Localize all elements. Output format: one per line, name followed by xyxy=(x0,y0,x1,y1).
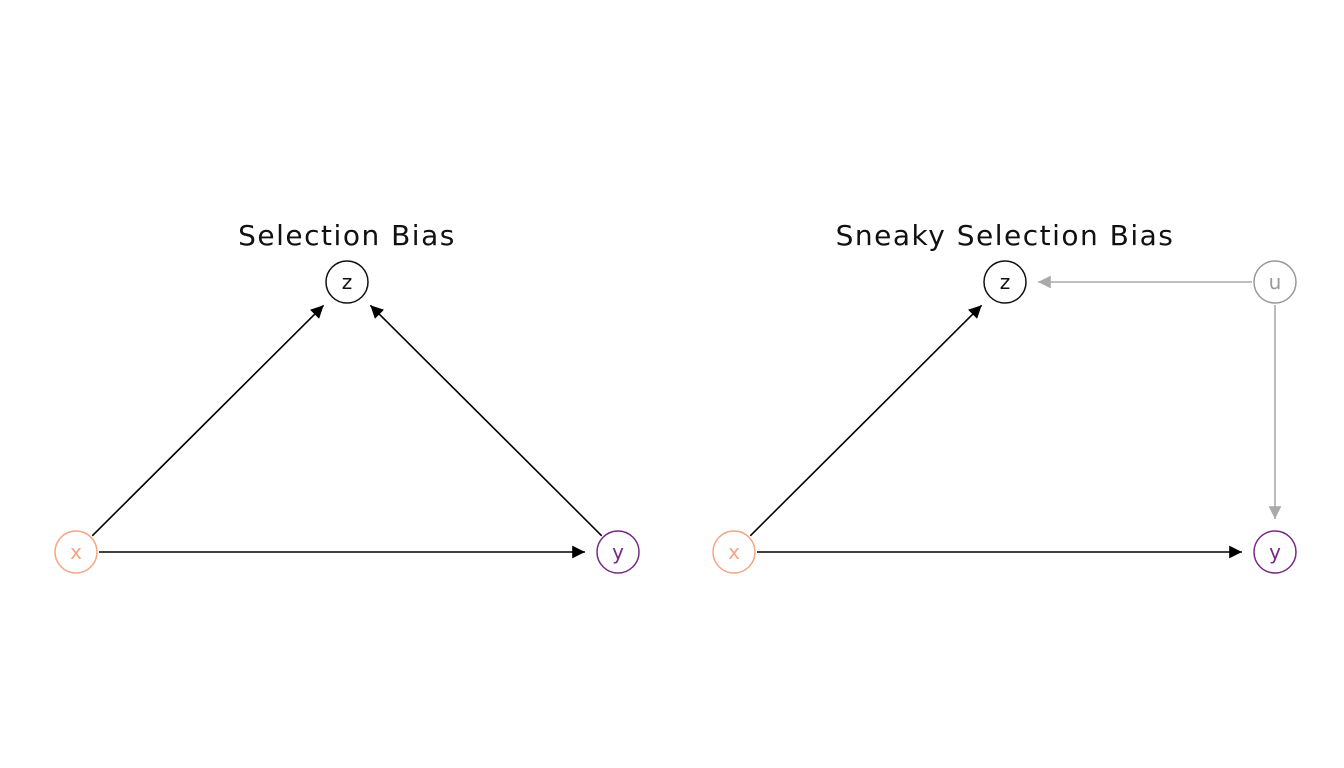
edges xyxy=(749,275,1282,559)
nodes: z u x y xyxy=(712,260,1297,574)
node-x: x xyxy=(712,530,756,574)
panel-sneaky-selection-bias: Sneaky Selection Bias z u x y xyxy=(712,219,1297,574)
node-circle xyxy=(54,530,98,574)
nodes: z x y xyxy=(54,260,640,574)
panel-title: Selection Bias xyxy=(238,219,456,252)
node-z: z xyxy=(983,260,1027,304)
node-label: u xyxy=(1269,270,1282,294)
node-circle xyxy=(712,530,756,574)
edge-x-to-z xyxy=(91,304,325,537)
node-x: x xyxy=(54,530,98,574)
node-label: z xyxy=(342,270,353,294)
edges xyxy=(91,304,603,559)
node-circle xyxy=(596,530,640,574)
edge-y-to-z xyxy=(369,304,603,537)
node-circle xyxy=(1253,530,1297,574)
node-u: u xyxy=(1253,260,1297,304)
node-label: x xyxy=(728,540,740,564)
node-label: y xyxy=(1269,540,1281,564)
edge-x-to-z xyxy=(749,304,983,537)
node-y: y xyxy=(596,530,640,574)
node-y: y xyxy=(1253,530,1297,574)
panel-title: Sneaky Selection Bias xyxy=(836,219,1175,252)
node-label: z xyxy=(1000,270,1011,294)
node-label: y xyxy=(612,540,624,564)
node-z: z xyxy=(325,260,369,304)
panel-selection-bias: Selection Bias z x y xyxy=(54,219,640,574)
node-circle xyxy=(983,260,1027,304)
node-circle xyxy=(1253,260,1297,304)
node-circle xyxy=(325,260,369,304)
node-label: x xyxy=(70,540,82,564)
